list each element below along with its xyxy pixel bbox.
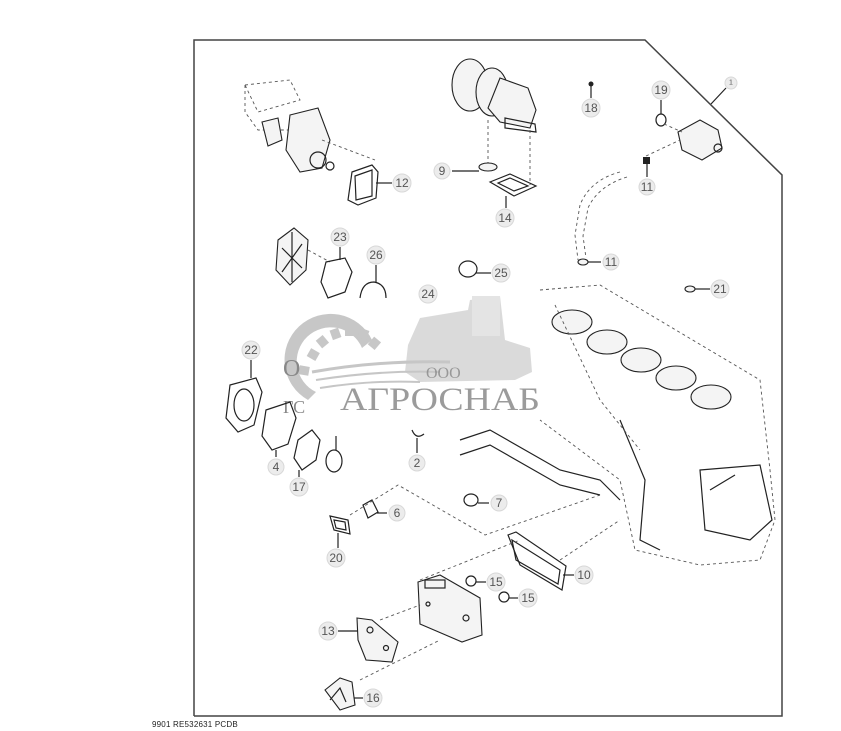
callout-7[interactable]: 7	[490, 494, 508, 512]
callout-21[interactable]: 21	[710, 279, 730, 299]
callout-24[interactable]: 24	[418, 284, 438, 304]
part-7-oring	[463, 493, 489, 507]
part-11-fitting-upper	[643, 157, 650, 177]
svg-text:14: 14	[498, 211, 512, 225]
svg-text:21: 21	[713, 282, 727, 296]
svg-text:4: 4	[273, 460, 280, 474]
gear-icon	[284, 313, 382, 400]
svg-text:15: 15	[521, 591, 535, 605]
callout-9[interactable]: 9	[433, 162, 451, 180]
svg-text:7: 7	[496, 496, 503, 510]
svg-text:1: 1	[729, 80, 733, 87]
starter-motor	[244, 79, 376, 173]
part-15-oring-a	[465, 575, 486, 587]
part-6-oring	[362, 499, 387, 519]
callout-13[interactable]: 13	[318, 621, 338, 641]
svg-text:2: 2	[414, 456, 421, 470]
part-19-oring	[655, 100, 667, 127]
part-25-oring	[458, 260, 491, 278]
callout-6[interactable]: 6	[388, 504, 406, 522]
callout-14[interactable]: 14	[495, 208, 515, 228]
callout-22[interactable]: 22	[241, 340, 261, 360]
oil-pump	[645, 119, 723, 161]
part-10-gasket	[507, 531, 574, 591]
callout-25[interactable]: 25	[491, 263, 511, 283]
part-4-gasket	[261, 401, 297, 457]
part-9-gasket	[452, 162, 498, 172]
callout-17[interactable]: 17	[289, 477, 309, 497]
svg-text:16: 16	[366, 691, 380, 705]
callout-23[interactable]: 23	[330, 227, 350, 247]
part-23-cover	[275, 227, 353, 299]
svg-text:6: 6	[394, 506, 401, 520]
part-2-clip	[411, 429, 425, 453]
guide-line-2	[419, 539, 521, 581]
svg-text:26: 26	[369, 248, 383, 262]
svg-text:10: 10	[577, 568, 591, 582]
part-11-fitting-lower	[577, 258, 601, 266]
callout-2[interactable]: 2	[408, 454, 426, 472]
part-21-plug	[684, 285, 710, 293]
callout-11-lower[interactable]: 11	[602, 253, 620, 271]
callout-4[interactable]: 4	[267, 458, 285, 476]
guide-line	[349, 484, 601, 536]
diagram-frame	[193, 39, 783, 717]
oil-cooler-housing	[417, 574, 483, 643]
callout-1[interactable]: 1	[724, 76, 738, 90]
callout-26[interactable]: 26	[366, 245, 386, 265]
guide-line-3	[559, 519, 621, 561]
callout-15-b[interactable]: 15	[518, 588, 538, 608]
callout-19[interactable]: 19	[651, 80, 671, 100]
part-18-bolt	[588, 81, 594, 98]
turbocharger	[451, 58, 537, 185]
watermark-prefix: ООО	[426, 365, 461, 382]
svg-text:25: 25	[494, 266, 508, 280]
callout-12[interactable]: 12	[392, 173, 412, 193]
callout-11-upper[interactable]: 11	[638, 178, 656, 196]
svg-text:20: 20	[329, 551, 343, 565]
svg-text:23: 23	[333, 230, 347, 244]
part-12-gasket	[347, 164, 392, 206]
oil-tube	[574, 171, 628, 261]
watermark-fragment-o: О	[283, 356, 300, 382]
watermark-logo	[282, 296, 540, 418]
svg-text:12: 12	[395, 176, 409, 190]
part-14-gasket	[488, 173, 538, 208]
svg-text:24: 24	[421, 287, 435, 301]
watermark-name: АГРОСНАБ	[340, 382, 540, 418]
part-17-gasket	[293, 429, 321, 477]
part-13-cover	[338, 617, 399, 663]
part-26-oring	[359, 265, 387, 299]
svg-text:19: 19	[654, 83, 668, 97]
svg-text:13: 13	[321, 624, 335, 638]
callout-15-a[interactable]: 15	[486, 572, 506, 592]
svg-text:17: 17	[292, 480, 306, 494]
guide-line-5	[359, 639, 441, 681]
cylinder-block	[459, 284, 776, 566]
part-20-gasket	[329, 515, 351, 548]
callout-10[interactable]: 10	[574, 565, 594, 585]
oring-near-17	[325, 436, 343, 473]
callout-18[interactable]: 18	[581, 98, 601, 118]
svg-text:18: 18	[584, 101, 598, 115]
guide-line-4	[379, 604, 421, 621]
part-16-bracket	[324, 677, 363, 711]
part-22-gasket	[225, 360, 263, 433]
svg-text:9: 9	[439, 164, 446, 178]
svg-text:11: 11	[641, 180, 654, 194]
svg-text:15: 15	[489, 575, 503, 589]
callout-20[interactable]: 20	[326, 548, 346, 568]
part-15-oring-b	[498, 591, 518, 603]
part-1-leader	[710, 87, 727, 105]
diagram-footer-code: 9901 RE532631 PCDB	[152, 720, 238, 729]
svg-text:22: 22	[244, 343, 258, 357]
svg-text:11: 11	[605, 255, 618, 269]
callout-16[interactable]: 16	[363, 688, 383, 708]
